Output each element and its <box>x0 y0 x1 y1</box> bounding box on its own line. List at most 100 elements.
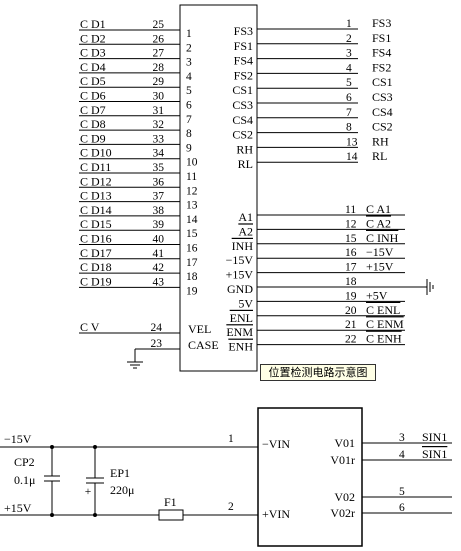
right-top-pin-signal: CS1 <box>372 75 393 89</box>
right-top-pin-label: FS1 <box>234 39 253 53</box>
left-pin-index: 6 <box>186 100 192 112</box>
ep1-polarity: + <box>85 486 92 498</box>
vin-pos-pin-number: 2 <box>228 501 234 513</box>
left-pin-number: 34 <box>153 148 165 160</box>
output-pin-label: V01 <box>334 436 355 450</box>
left-pin-number: 40 <box>153 234 165 246</box>
right-bottom-pin-label: +15V <box>226 268 254 282</box>
left-pin-index: 7 <box>186 114 192 126</box>
left-pin-number: 32 <box>153 119 165 131</box>
left-pin-index: 17 <box>186 257 198 269</box>
right-top-pin-signal: RL <box>372 149 387 163</box>
left-pin-index: 13 <box>186 200 198 212</box>
right-bottom-pin-number: 20 <box>345 305 357 317</box>
left-pin-signal: C D1 <box>80 17 106 31</box>
left-pin-number: 35 <box>153 162 165 174</box>
right-top-pin-signal: CS2 <box>372 120 393 134</box>
right-bottom-pin-label: −15V <box>226 253 254 267</box>
ep1-value: 220μ <box>110 483 134 497</box>
right-top-pin-signal: RH <box>372 134 389 148</box>
left-pin-index: 12 <box>186 185 198 197</box>
right-top-pin-signal: FS2 <box>372 60 391 74</box>
left-pin-index: 10 <box>186 157 198 169</box>
right-top-pin-label: CS2 <box>232 128 253 142</box>
left-pin-signal: C D19 <box>80 274 112 288</box>
vin-pos-label: +VIN <box>262 507 290 521</box>
case-pin-number: 23 <box>151 338 163 350</box>
right-top-pin-number: 5 <box>346 77 352 89</box>
right-top-pin-label: CS4 <box>232 113 253 127</box>
left-pin-index: 8 <box>186 128 192 140</box>
left-pin-number: 43 <box>153 276 165 288</box>
right-top-pin-label: CS1 <box>232 83 253 97</box>
right-top-pin-number: 8 <box>346 122 352 134</box>
left-pin-signal: C D10 <box>80 146 112 160</box>
right-bottom-pin-label: GND <box>227 282 253 296</box>
left-pin-index: 14 <box>186 214 198 226</box>
right-top-pin-number: 13 <box>346 136 358 148</box>
left-pin-number: 29 <box>153 76 165 88</box>
right-bottom-pin-number: 16 <box>345 247 357 259</box>
left-pin-signal: C D3 <box>80 46 106 60</box>
right-bottom-pin-signal: C ENL <box>366 303 400 317</box>
left-pin-index: 19 <box>186 285 198 297</box>
right-bottom-pin-signal: −15V <box>366 245 394 259</box>
left-pin-index: 16 <box>186 243 198 255</box>
neg-rail-label: −15V <box>4 432 32 446</box>
ep1-name: EP1 <box>110 466 130 480</box>
left-pin-number: 26 <box>153 33 165 45</box>
pos-rail-label: +15V <box>4 501 32 515</box>
case-label: CASE <box>188 338 219 352</box>
left-pin-index: 1 <box>186 28 192 40</box>
vin-neg-pin-number: 1 <box>228 433 234 445</box>
right-top-pin-signal: FS4 <box>372 46 391 60</box>
left-pin-signal: C D8 <box>80 117 106 131</box>
right-bottom-pin-number: 12 <box>345 218 357 230</box>
output-pin-label: V02 <box>334 490 355 504</box>
left-pin-number: 42 <box>153 262 165 274</box>
left-pin-signal: C D7 <box>80 103 106 117</box>
output-pin-label: V02r <box>330 506 355 520</box>
right-bottom-pin-number: 17 <box>345 262 357 274</box>
right-top-pin-number: 4 <box>346 62 352 74</box>
left-pin-signal: C D4 <box>80 60 106 74</box>
right-bottom-pin-signal: C ENH <box>366 332 402 346</box>
left-pin-number: 27 <box>153 48 165 60</box>
left-pin-signal: C D14 <box>80 203 112 217</box>
right-top-pin-number: 2 <box>346 33 352 45</box>
right-top-pin-number: 7 <box>346 107 352 119</box>
cp2-junction-bottom <box>50 513 54 517</box>
left-pin-index: 11 <box>186 171 197 183</box>
left-pin-signal: C D5 <box>80 74 106 88</box>
chip2-body <box>257 407 363 547</box>
f1-label: F1 <box>164 495 177 509</box>
vel-pin-number: 24 <box>151 322 163 334</box>
right-top-pin-label: FS2 <box>234 68 253 82</box>
left-pin-index: 9 <box>186 142 192 154</box>
right-bottom-pin-label: 5V <box>238 296 253 310</box>
right-bottom-pin-signal: C INH <box>366 231 399 245</box>
left-pin-number: 36 <box>153 176 165 188</box>
right-bottom-pin-signal: C ENM <box>366 317 404 331</box>
left-pin-signal: C D16 <box>80 232 112 246</box>
right-bottom-pin-number: 15 <box>345 233 357 245</box>
left-pin-index: 15 <box>186 228 198 240</box>
output-pin-signal: SIN1 <box>422 447 447 461</box>
left-pin-signal: C D15 <box>80 217 112 231</box>
vel-label: VEL <box>188 322 211 336</box>
output-pin-number: 5 <box>399 486 405 498</box>
right-top-pin-label: CS3 <box>232 98 253 112</box>
right-top-pin-number: 6 <box>346 92 352 104</box>
cp2-name: CP2 <box>14 455 35 469</box>
left-pin-index: 5 <box>186 85 192 97</box>
output-pin-signal: SIN1 <box>422 430 447 444</box>
output-pin-number: 3 <box>399 432 405 444</box>
right-bottom-pin-label: INH <box>232 239 254 253</box>
diagram-caption: 位置检测电路示意图 <box>260 364 376 381</box>
right-top-pin-signal: FS3 <box>372 16 391 30</box>
vin-neg-label: −VIN <box>262 437 290 451</box>
right-bottom-pin-number: 19 <box>345 290 357 302</box>
right-top-pin-signal: CS4 <box>372 105 393 119</box>
left-pin-number: 33 <box>153 133 165 145</box>
